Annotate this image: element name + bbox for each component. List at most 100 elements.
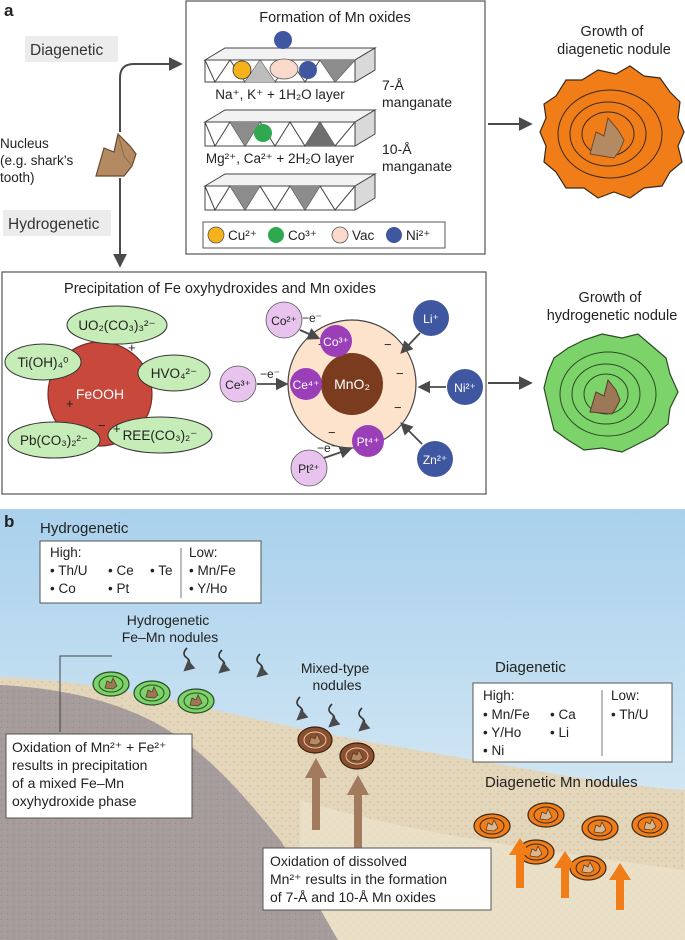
legend-item: Ni²⁺: [386, 227, 430, 243]
legend-swatch-icon: [331, 226, 349, 244]
arrow-co-oxidation: [299, 328, 321, 340]
fe-complex-3: HVO₄²⁻: [137, 354, 211, 392]
diagenetic-label-bg: [25, 36, 118, 62]
diagenetic-nodule-small: [473, 813, 511, 839]
ni-site-icon: [299, 61, 317, 79]
legend-label: Vac: [352, 228, 375, 243]
co3-ion: [320, 325, 352, 357]
electron-label-3: −e⁻: [317, 441, 337, 455]
svg-text:• Li: • Li: [550, 725, 569, 740]
svg-text:• Mn/Fe: • Mn/Fe: [483, 707, 530, 722]
svg-text:−: −: [394, 400, 402, 415]
svg-text:Pt⁴⁺: Pt⁴⁺: [357, 435, 380, 449]
arrow-zn: [400, 422, 423, 445]
svg-text:−: −: [328, 425, 336, 440]
diagenetic-nodule-small: [631, 812, 669, 838]
legend-swatch-icon: [386, 227, 402, 243]
hydro-nodules-label: Hydrogenetic Fe–Mn nodules: [122, 612, 219, 645]
hydro-nodule-2: [133, 680, 171, 706]
svg-text:UO₂(CO₃)₃²⁻: UO₂(CO₃)₃²⁻: [78, 318, 155, 333]
legend-label: Cu²⁺: [228, 228, 257, 243]
hydro-flux-icons: [183, 647, 269, 678]
plus-sign-2: +: [66, 396, 74, 411]
svg-text:• Ca: • Ca: [550, 707, 576, 722]
hydro-nodule-3: [177, 688, 215, 714]
svg-text:High:: High:: [483, 688, 515, 703]
mixed-label: Mixed-type nodules: [301, 660, 373, 693]
ce3-ion: [219, 365, 257, 403]
legend-swatch-icon: [268, 227, 284, 243]
precipitation-title: Precipitation of Fe oxyhydroxides and Mn…: [64, 281, 376, 297]
fe-complex-4: Pb(CO₃)₂²⁻: [7, 421, 101, 459]
svg-text:• Co: • Co: [50, 581, 76, 596]
svg-text:• Th/U: • Th/U: [50, 563, 88, 578]
electron-label-1: −e⁻: [302, 311, 322, 325]
ni-ion: [447, 369, 483, 405]
hydro-note: Oxidation of Mn²⁺ + Fe²⁺ results in prec…: [12, 739, 170, 809]
plus-sign-1: +: [128, 340, 136, 355]
ce4-ion: [290, 368, 322, 400]
diagenetic-nodule-small: [527, 802, 565, 828]
diagenetic-nodule: [539, 65, 685, 199]
svg-text:High:: High:: [50, 545, 82, 560]
nucleus-label: Nucleus (e.g. shark’s tooth): [0, 136, 77, 185]
diagenetic-nodule-small: [581, 815, 619, 841]
vacancy-icon: [269, 58, 299, 80]
svg-text:Pt²⁺: Pt²⁺: [298, 462, 320, 476]
svg-text:−: −: [396, 366, 404, 381]
fe-complex-2: Ti(OH)₄⁰: [4, 343, 82, 381]
hydro-note-leader: [59, 655, 112, 732]
mixed-flux-icons: [296, 696, 371, 732]
svg-text:Low:: Low:: [189, 545, 218, 560]
growth-hydrogenetic-label: Growth of hydrogenetic nodule: [547, 290, 678, 324]
diagenetic-label: Diagenetic: [30, 42, 103, 59]
svg-text:Ce⁴⁺: Ce⁴⁺: [293, 378, 320, 392]
legend-swatch-icon: [207, 226, 225, 244]
ni-top-icon: [274, 31, 292, 49]
mixed-nodule-1: [297, 726, 333, 754]
svg-text:−: −: [384, 337, 392, 352]
svg-text:• Mn/Fe: • Mn/Fe: [189, 563, 236, 578]
octahedral-layer-1: [203, 47, 377, 84]
layer1-label: Na⁺, K⁺ + 1H₂O layer: [215, 87, 345, 102]
svg-text:Ce³⁺: Ce³⁺: [225, 378, 251, 392]
svg-text:HVO₄²⁻: HVO₄²⁻: [151, 366, 197, 381]
pt4-ion: [352, 425, 384, 457]
mno2-core: [321, 353, 383, 415]
manganate10-label: 10-Å manganate: [382, 141, 452, 174]
electron-label-2: −e⁻: [260, 367, 280, 381]
diagenetic-nodule-small: [569, 855, 607, 881]
growth-diagenetic-label: Growth of diagenetic nodule: [557, 24, 671, 58]
svg-text:Li⁺: Li⁺: [423, 312, 439, 326]
li-ion: [413, 300, 449, 336]
co-site-icon: [254, 124, 272, 142]
hydrogenetic-label-bg: [3, 210, 111, 236]
arrow-pt-oxidation: [323, 446, 353, 459]
legend-box: [202, 221, 446, 249]
pt2-ion: [290, 449, 328, 487]
svg-text:Ni²⁺: Ni²⁺: [454, 381, 476, 395]
minus-sign-fe: −: [98, 418, 106, 433]
manganate7-label: 7-Å manganate: [382, 77, 452, 110]
mixed-nodule-2: [339, 742, 375, 770]
diag-note-box: [262, 847, 492, 911]
diagenetic-element-box: [472, 682, 673, 763]
svg-text:Ti(OH)₄⁰: Ti(OH)₄⁰: [18, 355, 69, 370]
arrow-to-formation: [119, 57, 183, 132]
mixed-upward-arrows: [305, 758, 369, 848]
panel-b-label: b: [4, 512, 14, 531]
cu-site-icon: [232, 60, 252, 80]
legend-label: Ni²⁺: [406, 228, 430, 243]
diagenetic-title: Diagenetic: [495, 659, 566, 676]
diagenetic-nodules-label: Diagenetic Mn nodules: [485, 774, 638, 791]
formation-title: Formation of Mn oxides: [259, 10, 411, 26]
svg-text:• Pt: • Pt: [108, 581, 129, 596]
legend-item: Vac: [331, 226, 375, 244]
hydrogenetic-element-box: [39, 540, 262, 604]
legend-item: Cu²⁺: [207, 226, 257, 244]
co2-ion: [265, 301, 303, 339]
svg-text:• Ce: • Ce: [108, 563, 134, 578]
svg-text:Pb(CO₃)₂²⁻: Pb(CO₃)₂²⁻: [20, 433, 88, 448]
layer2-label: Mg²⁺, Ca²⁺ + 2H₂O layer: [206, 151, 355, 166]
